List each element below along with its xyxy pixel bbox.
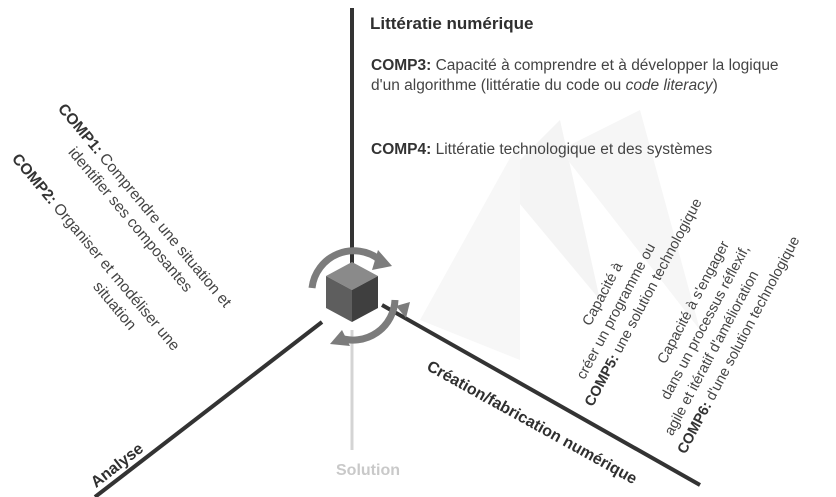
axis-right-line — [381, 303, 701, 487]
comp3-italic: code literacy — [625, 77, 713, 94]
comp3-text-1: Capacité à comprendre et à développer la… — [435, 57, 779, 74]
comp3-code: COMP3: — [371, 57, 432, 74]
comp4-block: COMP4: Littératie technologique et des s… — [371, 140, 712, 160]
axis-bottom-label: Solution — [336, 462, 400, 479]
comp3-text-2: d'un algorithme (littératie du code ou — [371, 77, 626, 94]
background-shape — [500, 120, 600, 300]
comp3-text-3: ) — [712, 77, 718, 94]
comp3-block: COMP3: Capacité à comprendre et à dévelo… — [371, 56, 831, 96]
cycle-arrows-icon — [308, 247, 410, 346]
comp4-code: COMP4: — [371, 141, 432, 158]
axis-top-label: Littératie numérique — [370, 14, 534, 33]
comp4-text: Littératie technologique et des systèmes — [435, 141, 713, 158]
cube-icon — [326, 262, 378, 322]
comp3-line-1: COMP3: Capacité à comprendre et à dévelo… — [371, 56, 831, 76]
background-shape — [420, 140, 520, 360]
background-shape — [560, 110, 700, 330]
comp3-line-2: d'un algorithme (littératie du code ou c… — [371, 76, 831, 96]
axis-left-line — [93, 320, 324, 497]
